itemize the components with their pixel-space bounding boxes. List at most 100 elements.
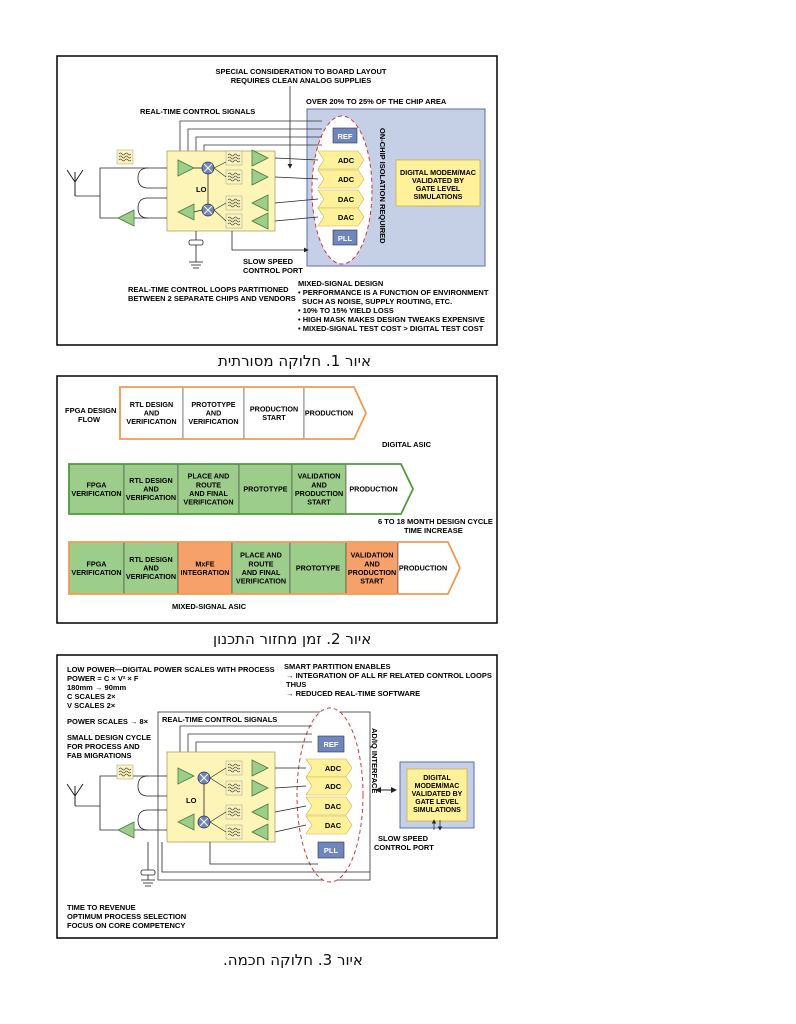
fig1-caption: איור 1. חלוקה מסורתית: [218, 352, 371, 370]
fig2-fpga-flow-1: FPGA DESIGN: [65, 406, 116, 415]
fig3-filter-icon-2: [225, 780, 243, 796]
fig1-ms-item-1: SUCH AS NOISE, SUPPLY ROUTING, ETC.: [302, 297, 452, 306]
fig3-filter-icon-3: [225, 804, 243, 820]
fig2-row2-segment-3-label: AND FINAL: [189, 489, 228, 498]
fig1-ms-title: MIXED-SIGNAL DESIGN: [298, 279, 383, 288]
fig3-slow-2: CONTROL PORT: [374, 843, 434, 852]
fig1-board-note-2: REQUIRES CLEAN ANALOG SUPPLIES: [231, 76, 372, 85]
fig2-row2-segment-2-label: AND: [143, 485, 159, 494]
fig3-modem-5: SIMULATIONS: [413, 807, 461, 814]
fig1-filter-icon-1: [225, 150, 243, 166]
fig1-filter-icon-3: [225, 195, 243, 211]
fig2-row2-segment-3-label: ROUTE: [196, 480, 221, 489]
fig1-filter-icon-4: [225, 213, 243, 229]
fig1-adc-2-label: ADC: [338, 175, 355, 184]
fig3-lp-3: 180mm → 90mm: [67, 683, 127, 692]
fig3-filter-icon: [116, 764, 134, 780]
fig3-adiq-label: AD/IQ INTERFACE: [370, 728, 379, 793]
fig1-ref-block: [332, 127, 358, 144]
fig2-row1-segment-2-label: PROTOTYPE: [191, 400, 235, 409]
fig3-ttr-2: OPTIMUM PROCESS SELECTION: [67, 912, 186, 921]
fig1-dac-2-label: DAC: [338, 213, 355, 222]
fig2-row3-segment-2-label: AND: [143, 564, 159, 573]
fig2-row3-segment-2-label: VERIFICATION: [126, 572, 176, 581]
figure-2: FPGA DESIGN FLOW DIGITAL ASIC 6 TO 18 MO…: [56, 375, 498, 624]
fig2-row1-segment-2-label: VERIFICATION: [188, 417, 238, 426]
fig1-slow-2: CONTROL PORT: [243, 266, 303, 275]
fig1-crystal-ground-icon: [188, 231, 204, 269]
fig2-row2-segment-5-label: PRODUCTION: [295, 489, 343, 498]
fig1-filter-icon: [116, 149, 134, 165]
fig2-row3-outline: [68, 541, 461, 595]
fig2-row2-segment-3: [177, 463, 240, 515]
fig2-row2-segment-5-label: START: [307, 498, 331, 507]
fig1-pll-block: [332, 229, 358, 246]
fig2-digital-asic: DIGITAL ASIC: [382, 440, 432, 449]
fig1-loops-2: BETWEEN 2 SEPARATE CHIPS AND VENDORS: [128, 294, 296, 303]
fig1-filter-icon-2: [225, 169, 243, 185]
fig1-chip-area: OVER 20% TO 25% OF THE CHIP AREA: [306, 97, 447, 106]
fig2-row1-segment-3-label: START: [262, 413, 286, 422]
fig3-smart-1: SMART PARTITION ENABLES: [284, 662, 391, 671]
fig2-row1-segment-3-label: PRODUCTION: [250, 404, 298, 413]
fig2-row3-segment-4-label: PLACE AND: [240, 551, 282, 560]
fig2-row3-segment-4-label: VERIFICATION: [236, 577, 286, 586]
fig2-row3-segment-3-label: INTEGRATION: [181, 568, 230, 577]
fig1-ms-item-2: • 10% TO 15% YIELD LOSS: [298, 306, 394, 315]
fig2-cycle-2: TIME INCREASE: [404, 526, 463, 535]
fig1-modem-box: [395, 159, 481, 207]
fig1-mixer-rx-icon: [201, 161, 215, 175]
fig3-dac-2-label: DAC: [325, 821, 342, 830]
fig1-board-note-1: SPECIAL CONSIDERATION TO BOARD LAYOUT: [216, 67, 387, 76]
fig3-filter-icon-4: [225, 824, 243, 840]
fig2-row1-outline: [119, 386, 367, 440]
fig2-row3-segment-6-label: START: [360, 577, 384, 586]
fig2-row3-segment-2: [123, 541, 179, 595]
fig1-modem-1: DIGITAL MODEM/MAC: [400, 168, 476, 177]
fig2-row3-segment-7-label: PRODUCTION: [399, 564, 447, 573]
fig3-lp-2: POWER = C × V² × F: [67, 674, 139, 683]
fig2-row1-segment-1: [119, 386, 184, 440]
fig2-row3-segment-6-label: VALIDATION: [351, 551, 394, 560]
fig1-loops-1: REAL-TIME CONTROL LOOPS PARTITIONED: [128, 285, 289, 294]
fig3-lp-5: V SCALES 2×: [67, 701, 116, 710]
fig2-fpga-flow-2: FLOW: [78, 415, 101, 424]
fig3-lo-label: LO: [186, 796, 197, 805]
fig2-row3-segment-1-label: FPGA: [87, 559, 107, 568]
fig3-caption: איור 3. חלוקה חכמה.: [223, 951, 363, 969]
fig2-row3-segment-5-label: PROTOTYPE: [296, 564, 340, 573]
fig2-row1-segment-1-label: AND: [144, 409, 160, 418]
fig3-mixer-rx-icon: [197, 771, 211, 785]
fig3-modem-2: MODEM/MAC: [415, 783, 460, 790]
fig1-ref-label: REF: [338, 132, 353, 141]
fig3-crystal-icon: [140, 842, 156, 887]
fig2-row3-segment-6-label: PRODUCTION: [348, 568, 396, 577]
fig2-row3-segment-4: [231, 541, 291, 595]
fig3-smart-2: → INTEGRATION OF ALL RF RELATED CONTROL …: [286, 671, 492, 680]
fig3-pll-block: [317, 841, 345, 859]
fig2-row1-segment-4-label: PRODUCTION: [305, 409, 353, 418]
fig2-row3-segment-4-label: ROUTE: [248, 559, 273, 568]
fig2-row2-segment-1-label: VERIFICATION: [71, 489, 121, 498]
fig2-row2-segment-4: [238, 463, 293, 515]
fig2-row2-segment-5-label: VALIDATION: [298, 472, 341, 481]
fig2-row2-segment-4-label: PROTOTYPE: [243, 485, 287, 494]
fig3-dac-1-label: DAC: [325, 802, 342, 811]
fig3-smart-3: THUS: [286, 680, 306, 689]
fig3-pll-label: PLL: [324, 846, 339, 855]
fig2-row3-segment-6-label: AND: [364, 559, 380, 568]
fig3-adc-2-label: ADC: [325, 782, 342, 791]
fig2-mixed-asic: MIXED-SIGNAL ASIC: [172, 602, 247, 611]
fig1-modem-3: GATE LEVEL: [416, 184, 461, 193]
fig3-mixer-tx-icon: [197, 815, 211, 829]
fig1-isolation-label: ON-CHIP ISOLATION REQUIRED: [378, 128, 387, 244]
fig3-ref-label: REF: [324, 740, 339, 749]
fig2-caption: איור 2. זמן מחזור התכנון: [213, 630, 372, 648]
figure-1: SPECIAL CONSIDERATION TO BOARD LAYOUT RE…: [56, 55, 498, 346]
fig1-mixer-tx-icon: [201, 203, 215, 217]
fig3-small-2: FOR PROCESS AND: [67, 742, 140, 751]
fig3-power-scales: POWER SCALES → 8×: [67, 717, 149, 726]
fig2-row2-segment-3-label: PLACE AND: [188, 472, 230, 481]
fig1-lo-label: LO: [196, 185, 207, 194]
fig3-smart-4: → REDUCED REAL-TIME SOFTWARE: [286, 689, 420, 698]
